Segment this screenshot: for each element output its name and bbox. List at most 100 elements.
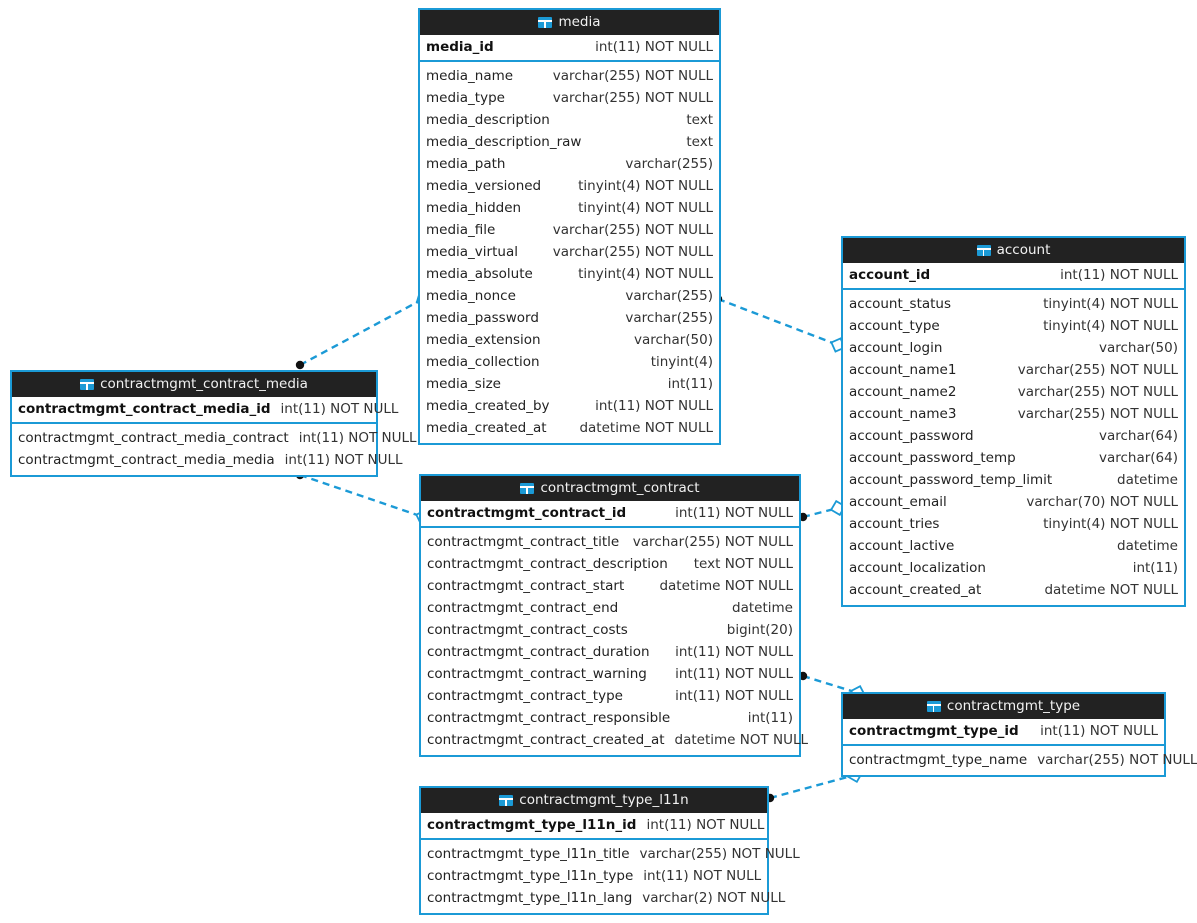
column-name: media_password — [426, 310, 539, 326]
column-type: datetime NOT NULL — [1044, 582, 1178, 598]
column-name: contractmgmt_contract_created_at — [427, 732, 665, 748]
column-name: account_localization — [849, 560, 986, 576]
column-type: varchar(2) NOT NULL — [642, 890, 786, 906]
column-name: contractmgmt_contract_costs — [427, 622, 628, 638]
field-row: account_login varchar(50) — [849, 337, 1178, 359]
column-type: int(11) NOT NULL — [675, 688, 793, 704]
column-name: contractmgmt_type_id — [849, 723, 1019, 739]
field-row: media_collection tinyint(4) — [426, 351, 713, 373]
relationship-contractmgmt_contract_media-to-contractmgmt_contract — [295, 470, 431, 525]
column-type: int(11) NOT NULL — [1040, 723, 1158, 739]
entity-header-contractmgmt-type-l11n: contractmgmt_type_l11n — [421, 788, 767, 813]
relationship-contractmgmt_contract-to-account — [798, 499, 847, 522]
field-row: contractmgmt_contract_created_at datetime… — [427, 729, 808, 751]
column-name: account_name2 — [849, 384, 957, 400]
column-type: datetime NOT NULL — [674, 732, 809, 748]
entity-header-contractmgmt-contract-media: contractmgmt_contract_media — [12, 372, 376, 397]
entity-account[interactable]: account account_id int(11) NOT NULL acco… — [841, 236, 1186, 607]
relationship-line — [299, 473, 424, 519]
column-name: media_collection — [426, 354, 540, 370]
column-name: account_login — [849, 340, 943, 356]
column-name: account_password_temp_limit — [849, 472, 1053, 488]
table-icon — [926, 700, 941, 712]
column-name: account_password_temp — [849, 450, 1016, 466]
column-name: media_nonce — [426, 288, 516, 304]
relationship-line — [717, 297, 839, 347]
table-icon — [976, 244, 991, 256]
column-name: media_size — [426, 376, 501, 392]
column-type: int(11) NOT NULL — [298, 430, 417, 446]
column-name: contractmgmt_contract_responsible — [427, 710, 671, 726]
entity-title: contractmgmt_type — [946, 698, 1081, 714]
table-icon — [520, 482, 535, 494]
table-icon — [80, 378, 95, 390]
entity-title: contractmgmt_contract — [540, 480, 700, 496]
entity-contractmgmt-contract-media[interactable]: contractmgmt_contract_media contractmgmt… — [10, 370, 417, 477]
entity-contractmgmt-type-l11n[interactable]: contractmgmt_type_l11n contractmgmt_type… — [419, 786, 800, 915]
column-type: varchar(50) — [1098, 340, 1178, 356]
column-name: contractmgmt_type_l11n_id — [427, 817, 637, 833]
field-row: media_nonce varchar(255) — [426, 285, 713, 307]
column-name: contractmgmt_contract_id — [427, 505, 627, 521]
column-name: contractmgmt_contract_media_id — [18, 401, 271, 417]
entity-contractmgmt-contract[interactable]: contractmgmt_contract contractmgmt_contr… — [419, 474, 808, 757]
primary-key-row: contractmgmt_type_id int(11) NOT NULL — [843, 719, 1164, 746]
column-name: media_description_raw — [426, 134, 582, 150]
table-icon — [499, 794, 514, 806]
column-type: int(11) NOT NULL — [675, 644, 793, 660]
column-name: contractmgmt_type_l11n_type — [427, 868, 634, 884]
column-name: account_name1 — [849, 362, 957, 378]
column-type: int(11) NOT NULL — [1060, 267, 1178, 283]
column-type: tinyint(4) — [650, 354, 713, 370]
column-type: int(11) NOT NULL — [280, 401, 399, 417]
column-name: media_extension — [426, 332, 541, 348]
column-name: account_created_at — [849, 582, 982, 598]
column-type: datetime — [1117, 538, 1178, 554]
relationship-contractmgmt_contract_media-to-media — [295, 291, 431, 370]
column-type: varchar(255) NOT NULL — [1037, 752, 1197, 768]
entity-contractmgmt-type[interactable]: contractmgmt_type contractmgmt_type_id i… — [841, 692, 1197, 777]
column-type: int(11) NOT NULL — [595, 398, 713, 414]
column-name: contractmgmt_contract_start — [427, 578, 625, 594]
entity-media[interactable]: media media_id int(11) NOT NULL media_na… — [418, 8, 721, 445]
column-type: varchar(255) NOT NULL — [552, 90, 713, 106]
column-type: int(11) — [667, 376, 713, 392]
column-name: contractmgmt_contract_title — [427, 534, 620, 550]
column-type: tinyint(4) NOT NULL — [578, 178, 713, 194]
column-type: varchar(255) — [625, 288, 713, 304]
column-type: varchar(255) NOT NULL — [552, 222, 713, 238]
